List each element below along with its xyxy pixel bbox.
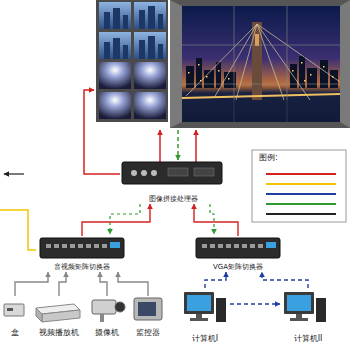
node-label: 摄像机 bbox=[94, 329, 120, 338]
node-label: 计算机II bbox=[293, 335, 324, 344]
connector bbox=[194, 204, 238, 236]
vga-matrix-device bbox=[196, 238, 280, 258]
wall-side bbox=[170, 0, 182, 128]
node-label: 音视频矩阵切换器 bbox=[53, 264, 111, 272]
camera-icon bbox=[92, 300, 125, 322]
tile bbox=[134, 32, 166, 59]
tile bbox=[134, 2, 166, 29]
node-label: 计算机I bbox=[191, 335, 219, 344]
wall-picture bbox=[182, 6, 340, 122]
signal-line bbox=[195, 130, 197, 162]
computer-node: 计算机I bbox=[180, 288, 230, 344]
device-node: 盒 bbox=[2, 296, 28, 338]
computer-icon bbox=[284, 292, 326, 322]
connector bbox=[118, 272, 148, 296]
tile bbox=[99, 32, 131, 59]
tile bbox=[134, 62, 166, 89]
node-label: VGA矩阵切换器 bbox=[212, 264, 264, 272]
connector bbox=[82, 204, 150, 236]
matrix-switcher: VGA矩阵切换器 bbox=[192, 236, 284, 272]
wall-wiring bbox=[0, 90, 214, 250]
connector bbox=[262, 272, 308, 288]
device-node: 监控器 bbox=[130, 296, 166, 338]
legend-box bbox=[252, 150, 346, 222]
matrix-switcher: 音视频矩阵切换器 bbox=[36, 236, 128, 272]
set-top-box-icon bbox=[4, 304, 24, 316]
connector bbox=[230, 303, 280, 304]
signal-line bbox=[159, 130, 161, 162]
audio-line bbox=[0, 210, 36, 250]
monitor-icon bbox=[134, 298, 162, 320]
processor-box: 图像拼接处理器 bbox=[118, 160, 228, 204]
connector bbox=[15, 272, 48, 296]
node-label: 监控器 bbox=[135, 329, 161, 338]
computer-icon bbox=[184, 292, 226, 322]
tile-buildings bbox=[104, 6, 163, 59]
tile-frame bbox=[96, 0, 168, 122]
node-label: 视频播放机 bbox=[38, 329, 80, 338]
av-matrix-device bbox=[40, 238, 124, 258]
connector bbox=[59, 272, 66, 296]
video-wall bbox=[170, 0, 350, 128]
computer-node: 计算机II bbox=[280, 288, 336, 344]
tile bbox=[99, 2, 131, 29]
signal-line bbox=[84, 90, 120, 174]
tile-seams bbox=[182, 6, 340, 122]
tile-wall bbox=[96, 0, 168, 122]
node-label: 图像拼接处理器 bbox=[148, 196, 199, 204]
legend-box: 图例: bbox=[252, 150, 346, 222]
signal-line bbox=[4, 173, 24, 174]
control-line bbox=[210, 204, 214, 234]
video-player-icon bbox=[36, 304, 80, 322]
device-node: 视频播放机 bbox=[34, 296, 84, 338]
device-node: 摄像机 bbox=[88, 296, 126, 338]
wall-frame bbox=[170, 0, 350, 128]
control-line bbox=[110, 204, 140, 234]
processor-device bbox=[122, 162, 222, 184]
tile bbox=[99, 62, 131, 89]
tile bbox=[99, 92, 131, 119]
connector bbox=[100, 272, 107, 296]
tile bbox=[134, 92, 166, 119]
node-label: 盒 bbox=[10, 329, 20, 338]
water bbox=[182, 100, 340, 122]
bridge bbox=[182, 22, 340, 100]
node-label: 图例: bbox=[258, 154, 279, 163]
connector bbox=[205, 272, 226, 288]
wall-side bbox=[340, 0, 350, 128]
control-line bbox=[177, 130, 179, 160]
